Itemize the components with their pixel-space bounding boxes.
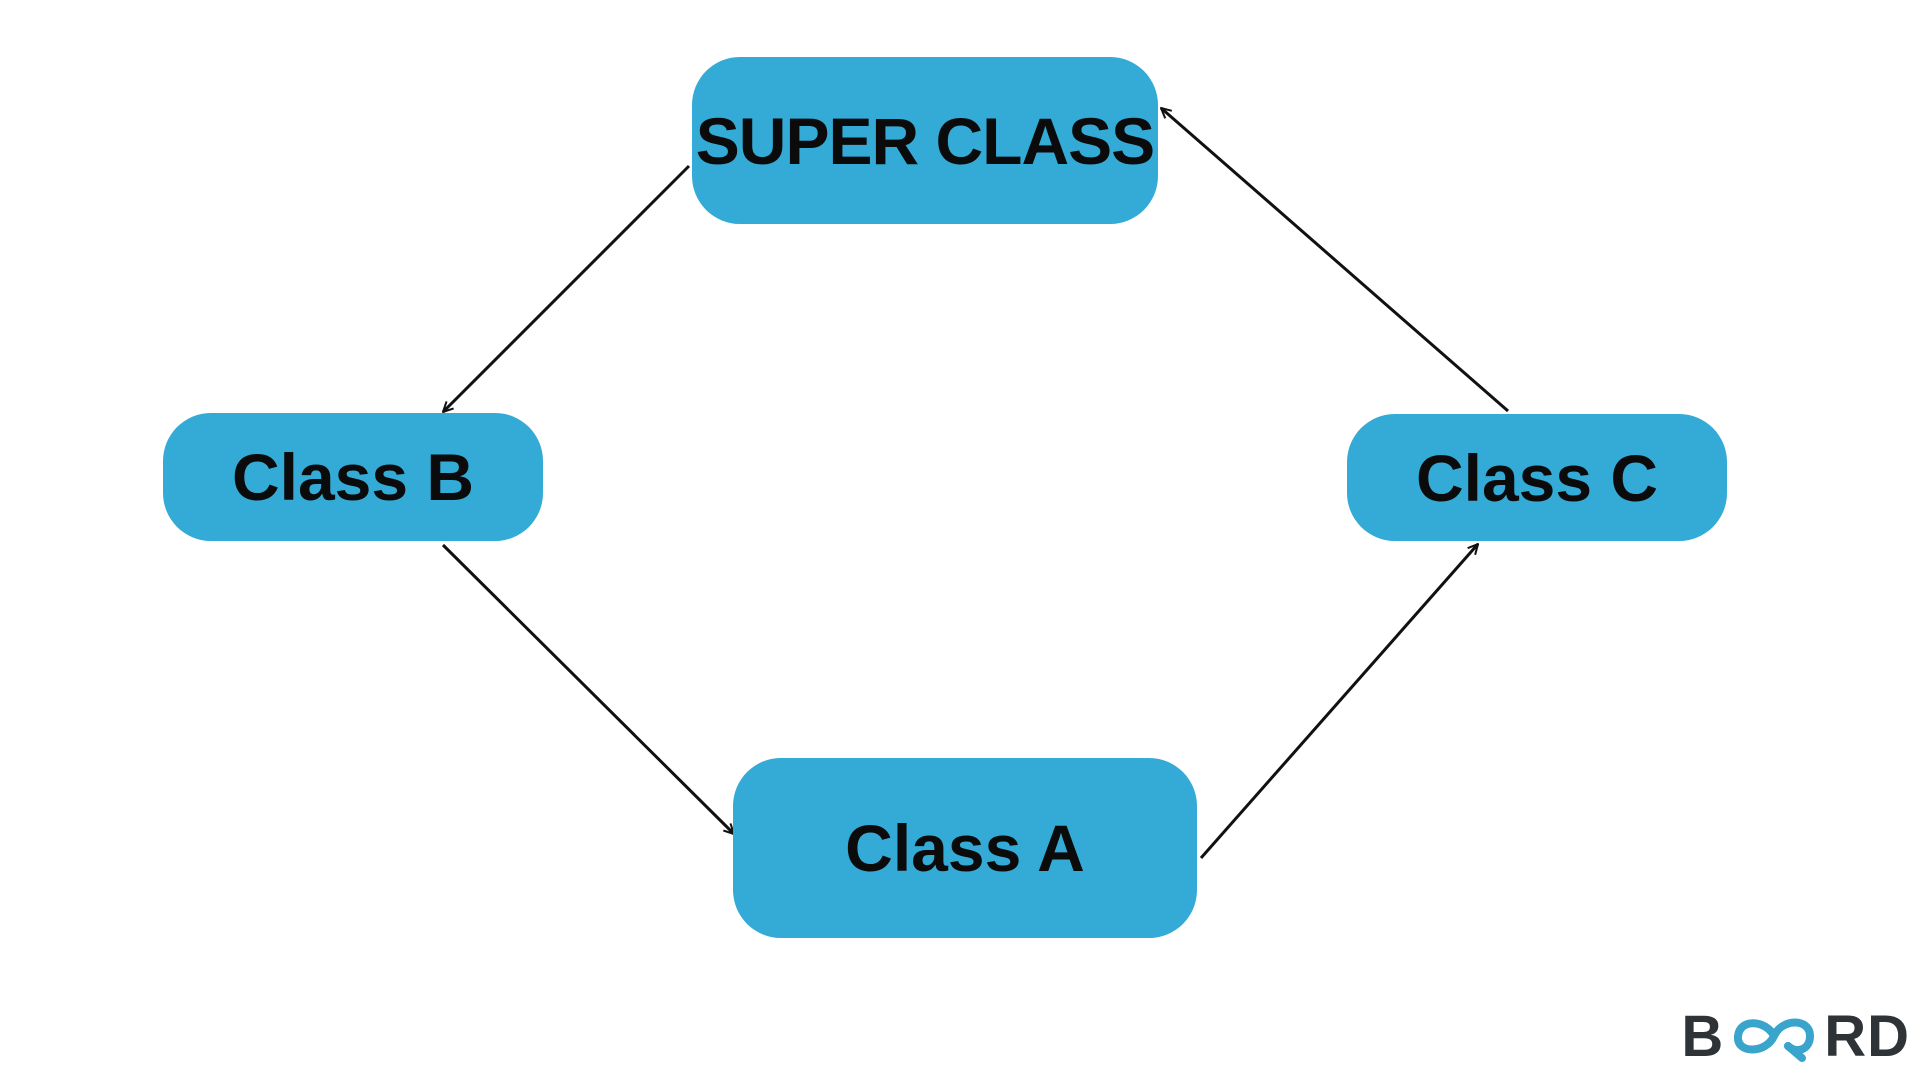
board-logo-left: B xyxy=(1681,1003,1725,1069)
edge-b-to-a xyxy=(441,543,734,834)
node-super-class: SUPER CLASS xyxy=(692,57,1158,224)
edge-c-to-super xyxy=(1161,108,1509,413)
node-class-c: Class C xyxy=(1347,414,1727,541)
infinity-loop-icon xyxy=(1734,1018,1815,1062)
edge-a-to-c xyxy=(1199,544,1478,859)
node-super-class-label: SUPER CLASS xyxy=(695,103,1155,178)
board-logo-right: RD xyxy=(1824,1003,1910,1069)
node-class-c-label: Class C xyxy=(1415,440,1659,515)
node-class-b: Class B xyxy=(163,413,543,541)
node-class-a: Class A xyxy=(733,758,1197,938)
node-class-b-label: Class B xyxy=(231,440,475,514)
edge-super-to-b xyxy=(443,164,691,412)
board-logo: B RD xyxy=(1681,1004,1910,1069)
node-class-a-label: Class A xyxy=(845,811,1085,885)
